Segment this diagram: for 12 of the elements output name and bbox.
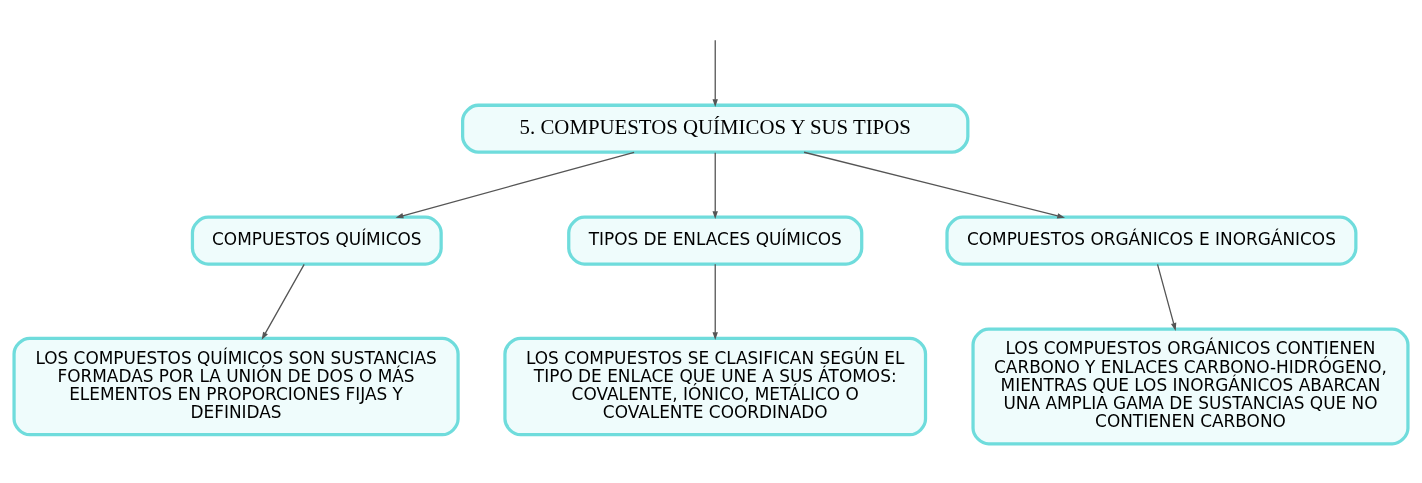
arrow (712, 152, 718, 220)
arrow (712, 39, 718, 108)
arrow (395, 151, 635, 219)
node-box: LOS COMPUESTOS ORGÁNICOS CONTIENEN CARBONO Y ENLACES CARBONO-HIDRÓGENO, MIENTRAS QUE LOS INORGÁNICOS ABARCAN UNA AMPLIA GAMA DE SUSTANCIAS QUE NO CONTIENEN CARBONO (971, 327, 1410, 446)
arrow (1156, 263, 1177, 331)
node-box: LOS COMPUESTOS SE CLASIFICAN SEGÚN EL TIPO DE ENLACE QUE UNE A SUS ÁTOMOS: COVALENTE, IÓNICO, METÁLICO O COVALENTE COORDINADO (503, 336, 928, 437)
arrow (712, 263, 718, 341)
arrow (261, 263, 305, 340)
node-box: 5. COMPUESTOS QUÍMICOS Y SUS TIPOS (461, 103, 970, 154)
node-box: LOS COMPUESTOS QUÍMICOS SON SUSTANCIAS FORMADAS POR LA UNIÓN DE DOS O MÁS ELEMENTOS EN PROPORCIONES FIJAS Y DEFINIDAS (12, 336, 460, 437)
node-box: TIPOS DE ENLACES QUÍMICOS (567, 215, 864, 266)
arrow (803, 151, 1066, 219)
